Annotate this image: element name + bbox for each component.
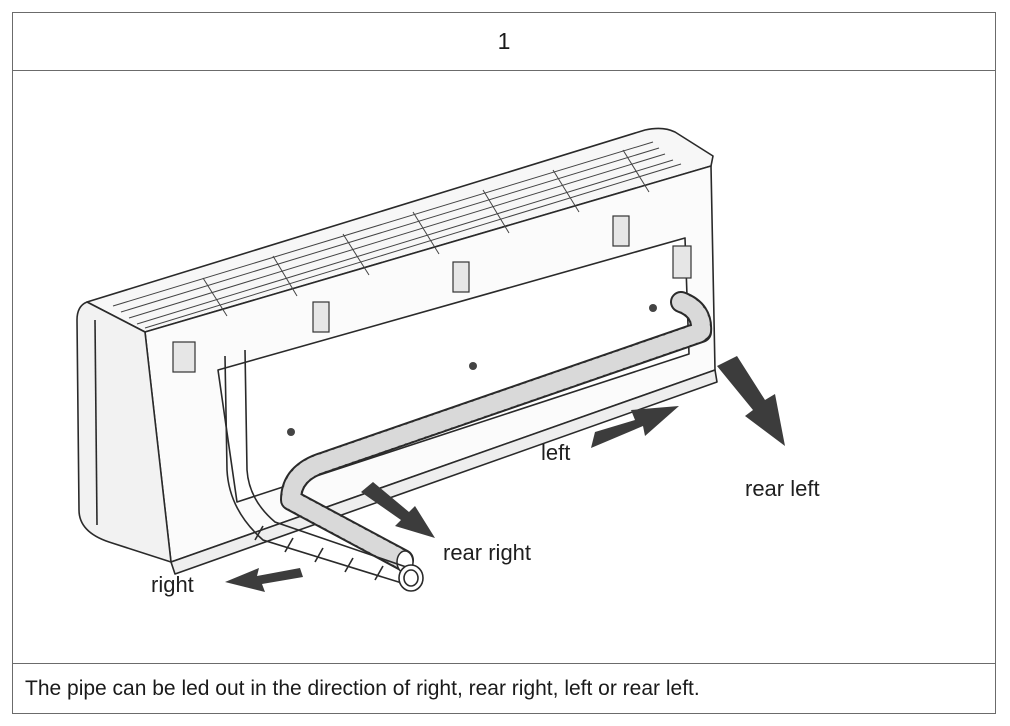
label-right: right bbox=[151, 572, 194, 597]
clip-1 bbox=[172, 341, 196, 373]
unit-side-edge bbox=[94, 319, 98, 526]
clip-4 bbox=[612, 215, 630, 247]
unit-bottom-lip bbox=[170, 369, 718, 575]
instruction-panel: 1 bbox=[12, 12, 996, 714]
insulated-pipe-bundle bbox=[280, 291, 713, 574]
clip-2 bbox=[312, 301, 330, 333]
unit-back-recess bbox=[217, 237, 690, 503]
arrow-rear-left bbox=[717, 356, 785, 446]
clip-3 bbox=[452, 261, 470, 293]
unit-side-panel bbox=[76, 301, 172, 563]
label-rear-left: rear left bbox=[745, 476, 820, 501]
screw-1 bbox=[287, 428, 295, 436]
arrow-right bbox=[225, 568, 303, 592]
arrow-rear-right bbox=[361, 482, 435, 538]
label-left: left bbox=[541, 440, 570, 465]
clip-5 bbox=[672, 245, 692, 279]
arrow-left bbox=[591, 406, 679, 448]
screw-3 bbox=[649, 304, 657, 312]
label-rear-right: rear right bbox=[443, 540, 531, 565]
unit-illustration: right rear right left rear left bbox=[13, 70, 995, 665]
air-conditioner-diagram: right rear right left rear left bbox=[76, 127, 820, 597]
screw-2 bbox=[469, 362, 477, 370]
step-number: 1 bbox=[13, 13, 995, 71]
top-grille bbox=[112, 141, 682, 329]
drain-tube bbox=[224, 349, 424, 592]
direction-arrows bbox=[225, 356, 785, 592]
caption-text: The pipe can be led out in the direction… bbox=[13, 663, 995, 713]
